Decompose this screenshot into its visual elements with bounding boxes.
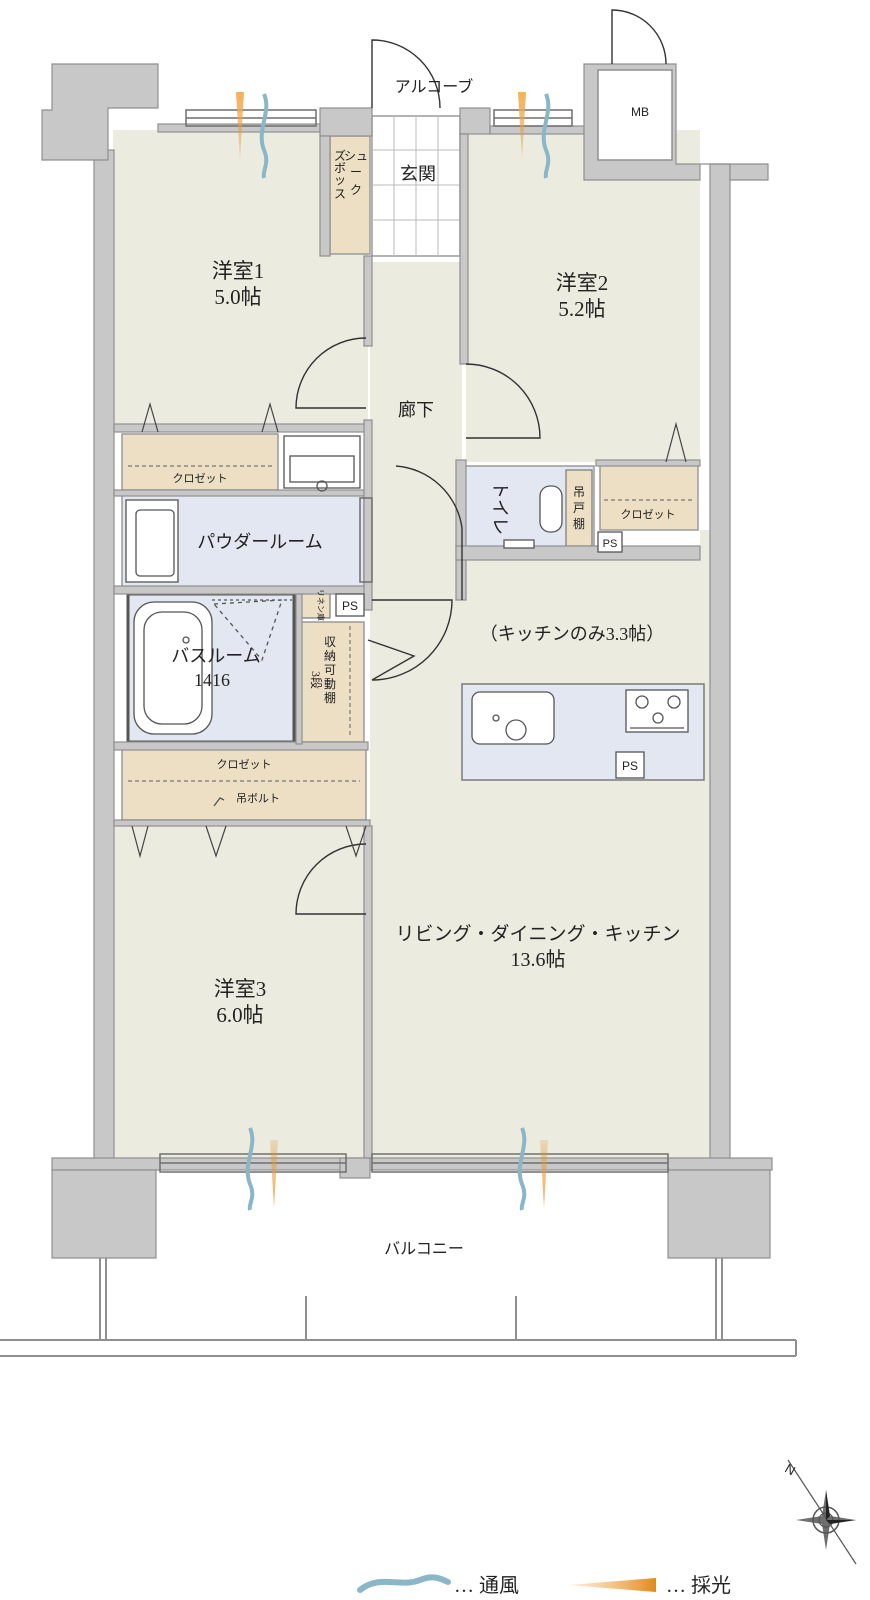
- room-western-3-floor: [113, 822, 368, 1160]
- closet-1-label: クロゼット: [173, 472, 228, 485]
- linen-cabinet: [299, 591, 331, 619]
- svg-text:棚: 棚: [324, 690, 336, 705]
- ventilation-legend-icon: [357, 1574, 451, 1593]
- svg-text:ス: ス: [334, 187, 346, 201]
- daylight-legend-label: … 採光: [666, 1574, 731, 1597]
- svg-text:吊: 吊: [573, 485, 585, 499]
- fixtures: [125, 435, 689, 807]
- room-western-2-size: 5.2帖: [558, 297, 605, 321]
- svg-text:納: 納: [324, 649, 336, 663]
- bathroom-label: バスルーム: [171, 646, 260, 666]
- room-western-2-name: 洋室2: [556, 271, 609, 295]
- room-western-3-size: 6.0帖: [216, 1003, 263, 1027]
- ps-label-1: PS: [342, 599, 358, 613]
- ps-label-2: PS: [603, 538, 618, 550]
- ps-box-3: [615, 751, 645, 779]
- hanging-bolt-label: 吊ボルト: [236, 792, 280, 805]
- corridor-label: 廊下: [398, 400, 434, 420]
- svg-text:ズ: ズ: [334, 148, 346, 163]
- bathroom-size: 1416: [194, 670, 230, 690]
- airflow-marks: [236, 92, 551, 1211]
- powder-room-label: パウダールーム: [197, 532, 322, 552]
- closet-door-marks: [131, 401, 687, 859]
- room-floors: [113, 115, 712, 1160]
- storage-shelf-label: 収 納 可 動 棚 3段: [309, 635, 336, 705]
- svg-text:シュ: シュ: [344, 149, 368, 163]
- room-western-3-name: 洋室3: [214, 977, 267, 1001]
- ldk-size: 13.6帖: [511, 948, 566, 971]
- svg-text:可: 可: [324, 663, 336, 677]
- balcony-railing: [0, 1258, 797, 1357]
- closet-1: [121, 433, 279, 491]
- ps-box-1: [335, 593, 365, 617]
- svg-text:棚: 棚: [573, 516, 585, 531]
- svg-text:収: 収: [324, 635, 336, 649]
- daylight-legend-icon: [568, 1578, 656, 1592]
- entrance-tiles: [372, 116, 460, 256]
- shoe-box-label: シュ ー ズ ボ ッ ク ス: [334, 148, 368, 201]
- compass-icon: [787, 1459, 857, 1565]
- walls: [41, 63, 773, 1259]
- entrance-label: 玄関: [400, 164, 436, 184]
- ps-box-2: [597, 531, 623, 553]
- svg-text:ボ: ボ: [334, 161, 346, 175]
- svg-text:ー: ー: [350, 165, 362, 179]
- compass-north-label: N: [782, 1461, 798, 1479]
- closet-2-label: クロゼット: [621, 508, 676, 521]
- bathtub: [133, 601, 213, 735]
- ldk-name: リビング・ダイニング・キッチン: [395, 923, 680, 945]
- svg-text:戸: 戸: [573, 501, 585, 515]
- doors: [295, 9, 667, 915]
- mb-box: [597, 69, 673, 161]
- ventilation-legend-label: … 通風: [454, 1574, 519, 1597]
- svg-text:動: 動: [324, 677, 336, 691]
- closet-3-label: クロゼット: [217, 758, 272, 771]
- alcove-label: アルコーブ: [395, 77, 474, 96]
- toilet-label: トイレ: [490, 481, 510, 535]
- svg-text:3段: 3段: [309, 671, 324, 689]
- balcony-label: バルコニー: [384, 1241, 464, 1258]
- hanging-shelf-label: 吊 戸 棚: [573, 485, 585, 531]
- room-western-2-floor: [466, 130, 700, 462]
- room-western-1-name: 洋室1: [212, 259, 265, 283]
- ps-label-3: PS: [622, 759, 638, 773]
- room-western-1-size: 5.0帖: [214, 285, 261, 309]
- legend: … 通風 … 採光: [357, 1574, 731, 1597]
- closet-2: [599, 463, 699, 531]
- svg-text:ク: ク: [350, 183, 362, 197]
- linen-cabinet-label: リネン庫: [316, 589, 326, 621]
- mb-label: MB: [631, 105, 649, 119]
- svg-text:ッ: ッ: [334, 173, 346, 187]
- kitchen-only-label: （キッチンのみ3.3帖）: [480, 624, 665, 644]
